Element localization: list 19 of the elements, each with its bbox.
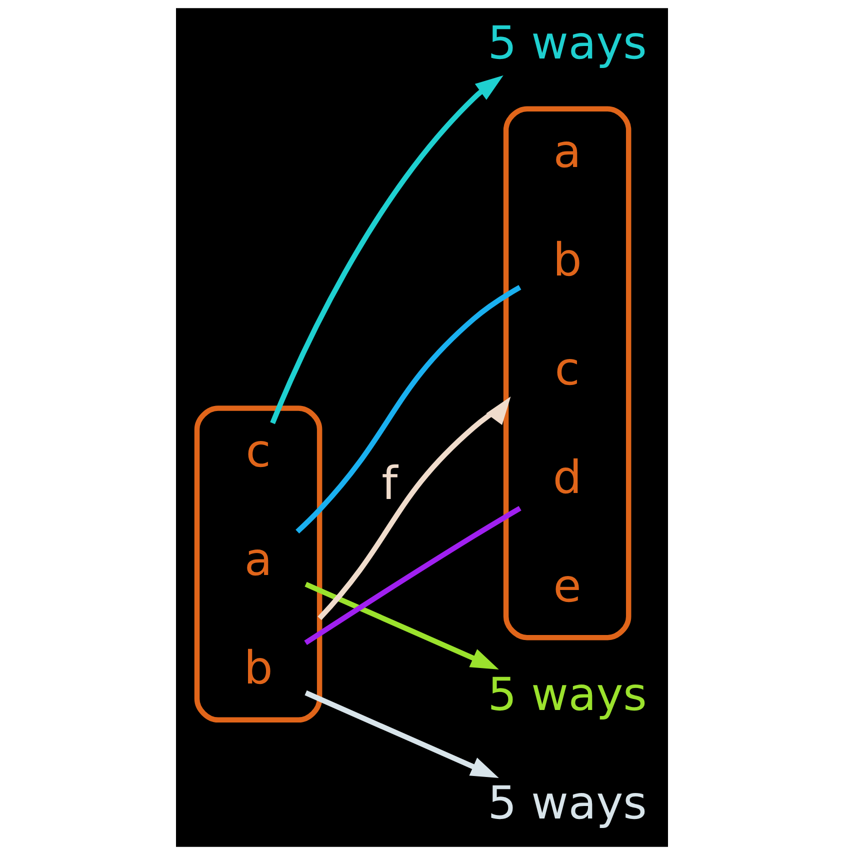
node-text: e (552, 559, 581, 612)
arrow (304, 690, 498, 778)
connector (304, 506, 521, 646)
cluster (502, 106, 631, 640)
node-text: c (554, 342, 580, 396)
edge-label: f (381, 456, 398, 510)
arrow (317, 396, 510, 620)
arrow (270, 75, 503, 424)
cluster (194, 406, 322, 723)
node-text: 5 ways (487, 668, 646, 721)
node-text: 5 ways (487, 16, 646, 70)
node-text: c (245, 424, 270, 478)
node-text: 5 ways (487, 776, 646, 830)
node-text: a (244, 533, 272, 586)
arrow (304, 582, 498, 670)
node-text: b (552, 234, 582, 287)
node-text: d (552, 450, 582, 504)
node-text: b (243, 642, 272, 695)
node-text: a (552, 125, 581, 178)
